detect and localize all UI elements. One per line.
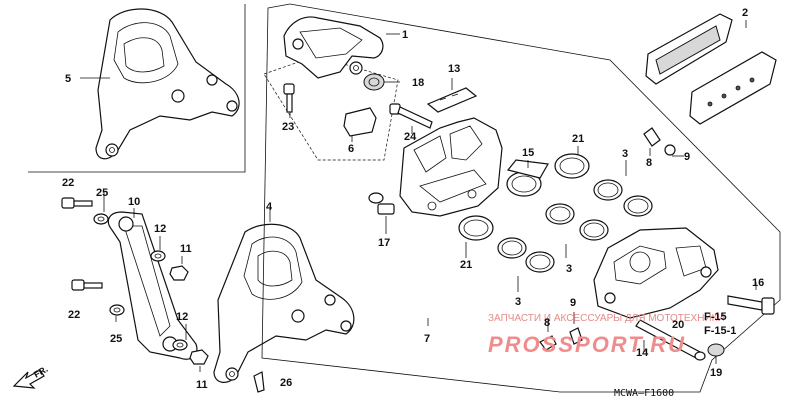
callout-13: 13 (448, 63, 460, 75)
assembly-frame (261, 3, 781, 393)
callout-1: 1 (402, 29, 408, 41)
caliper-bracket-part (213, 223, 355, 383)
seal-part (497, 237, 527, 259)
callout-4: 4 (266, 201, 273, 213)
bleeder-part (368, 192, 395, 215)
callout-22: 22 (62, 177, 74, 189)
callout-20: 20 (672, 319, 684, 331)
callout-9: 9 (684, 151, 690, 163)
drawing-code: MCWA—F1600 (614, 388, 674, 399)
nut-part (169, 265, 189, 281)
callout-12: 12 (154, 223, 166, 235)
callout-12: 12 (176, 311, 188, 323)
callout-21: 21 (460, 259, 472, 271)
clip-part (343, 107, 377, 137)
bleeder-part (539, 335, 557, 351)
bolt-part (61, 197, 93, 209)
callout-9: 9 (570, 297, 576, 309)
plug-part (707, 343, 725, 357)
bolt-part (727, 295, 775, 315)
callout-11: 11 (180, 243, 192, 255)
inset-frame (28, 4, 246, 173)
watermark-logo: PROSSPORT.RU (488, 332, 686, 357)
callout-25: 25 (110, 333, 122, 345)
callout-26: 26 (280, 377, 292, 389)
callout-2: 2 (742, 7, 748, 19)
callout-6: 6 (348, 143, 354, 155)
boot-part (363, 73, 385, 91)
front-direction-label: FR. (32, 364, 50, 380)
caliper-bracket-part (95, 8, 240, 160)
cap-part (664, 144, 676, 156)
callout-14: 14 (636, 347, 649, 359)
callout-3: 3 (515, 296, 521, 308)
collar-part (109, 304, 125, 316)
callout-23: 23 (282, 121, 294, 133)
callout-7: 7 (424, 333, 430, 345)
pad-spring-part (426, 87, 478, 113)
reference-label: F-15-1 (704, 325, 736, 337)
callout-10: 10 (128, 196, 140, 208)
callout-3: 3 (566, 263, 572, 275)
caliper-bracket-part (283, 16, 384, 79)
nut-part (189, 349, 209, 365)
seal-part (545, 203, 575, 225)
seal-part (623, 195, 653, 217)
washer-part (150, 250, 166, 262)
callout-21: 21 (572, 133, 584, 145)
piston-part (506, 159, 549, 197)
front-direction-arrow (12, 369, 45, 389)
callout-19: 19 (710, 367, 722, 379)
seal-part (525, 251, 555, 273)
seal-part (593, 179, 623, 201)
callout-22: 22 (68, 309, 80, 321)
washer-part (172, 339, 188, 351)
callout-18: 18 (412, 77, 424, 89)
reference-label: F-15 (704, 311, 727, 323)
bolt-part (71, 279, 103, 291)
bolt-part (283, 83, 295, 113)
callout-3: 3 (622, 148, 628, 160)
callout-15: 15 (522, 147, 534, 159)
cap-part (569, 327, 583, 345)
callout-8: 8 (544, 317, 550, 329)
brake-pad-part (689, 51, 777, 125)
pin-part (253, 371, 265, 393)
seal-part (579, 219, 609, 241)
callout-24: 24 (404, 131, 417, 143)
callout-11: 11 (196, 379, 208, 391)
watermark-text: ЗАПЧАСТИ И АКСЕССУАРЫ ДЛЯ МОТОТЕХНИКИ (488, 313, 725, 324)
pin-part (635, 319, 706, 361)
caliper-body-part (593, 227, 719, 319)
watermark: ЗАПЧАСТИ И АКСЕССУАРЫ ДЛЯ МОТОТЕХНИКИ PR… (488, 313, 725, 357)
callout-25: 25 (96, 187, 108, 199)
leader-lines (80, 20, 757, 372)
bleeder-part (643, 127, 661, 147)
callout-8: 8 (646, 157, 652, 169)
collar-part (93, 213, 109, 225)
caliper-body-part (399, 117, 503, 217)
pin-bolt-part (389, 103, 433, 129)
callout-16: 16 (752, 277, 764, 289)
callout-17: 17 (378, 237, 390, 249)
piston-part (554, 153, 590, 179)
piston-part (458, 215, 494, 241)
callout-5: 5 (65, 73, 71, 85)
brake-pad-part (645, 13, 733, 85)
